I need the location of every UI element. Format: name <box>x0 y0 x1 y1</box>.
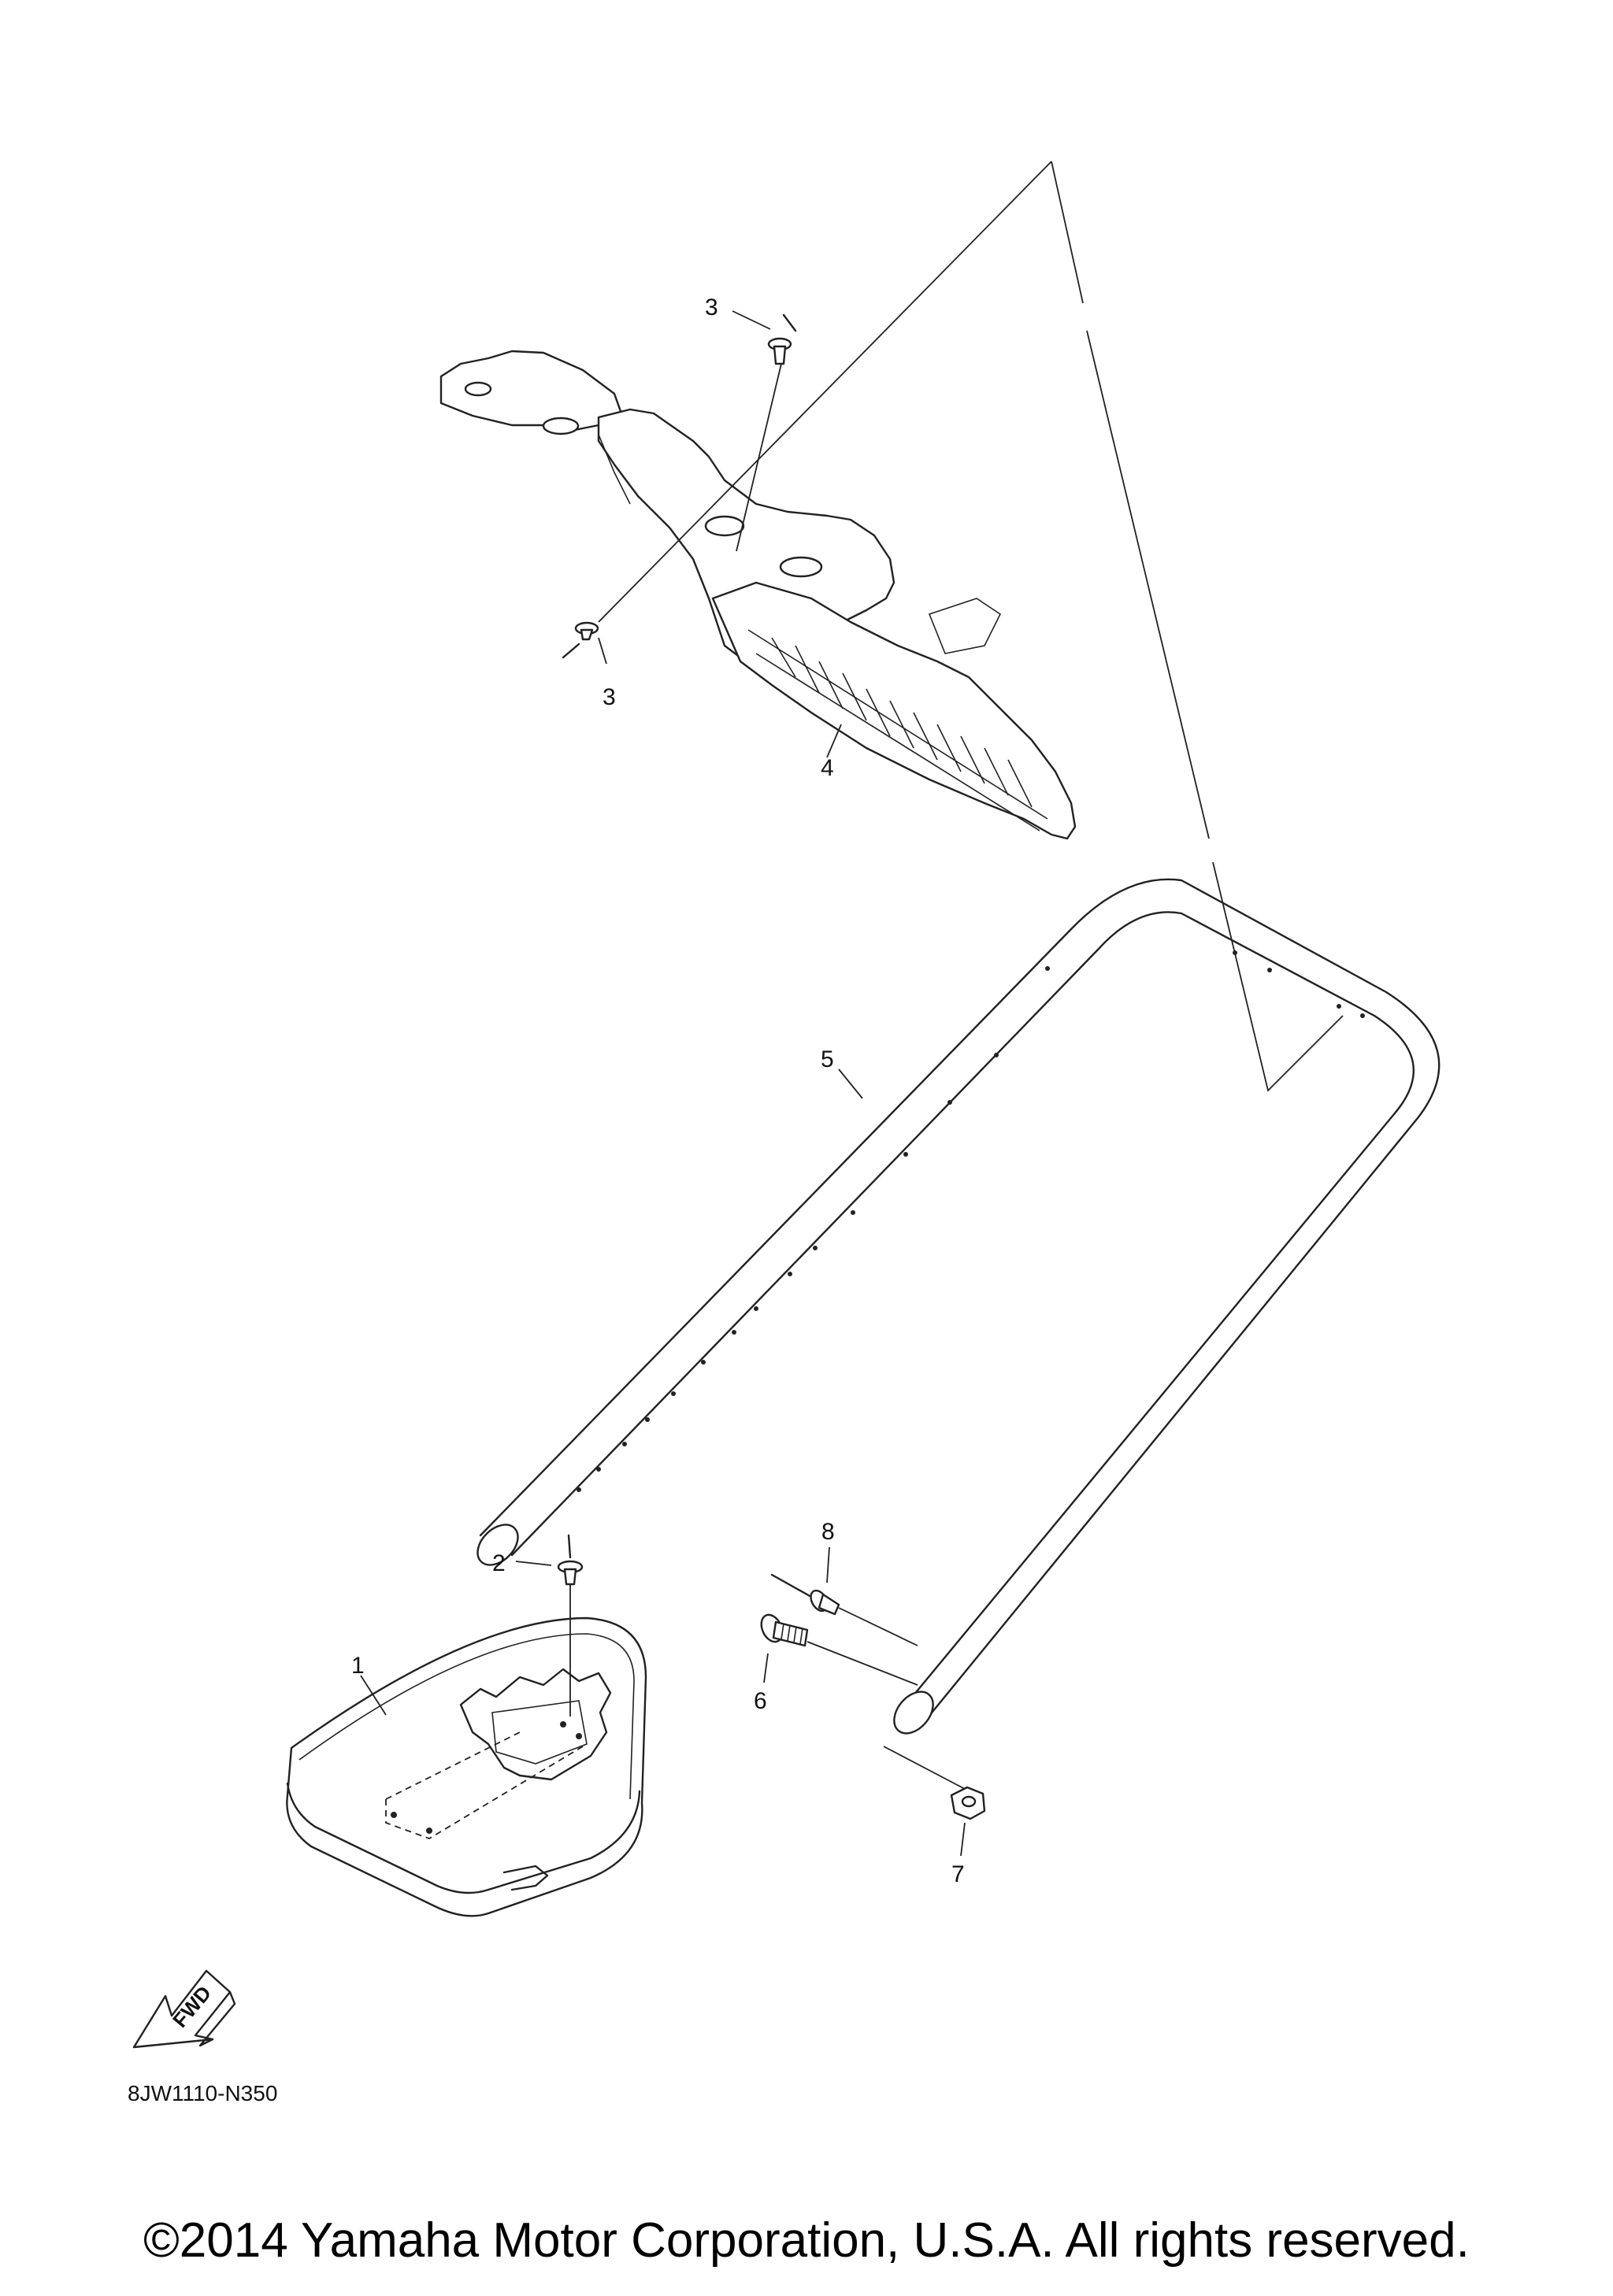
part-8-rivet <box>770 1573 840 1616</box>
copyright-notice: ©2014 Yamaha Motor Corporation, U.S.A. A… <box>143 2213 1470 2268</box>
part-4-bracket <box>439 350 1077 840</box>
part-3-rivet-bottom <box>562 621 599 659</box>
callout-pointers <box>360 310 966 1857</box>
callout-2: 2 <box>492 1550 506 1576</box>
figure-code: 8JW1110-N350 <box>128 2081 277 2105</box>
callout-3-top: 3 <box>705 294 718 320</box>
leader-lines <box>569 161 1344 1790</box>
part-2-rivet <box>557 1534 584 1586</box>
callout-1: 1 <box>351 1653 365 1679</box>
part-5-frame <box>476 878 1441 1735</box>
callout-4: 4 <box>821 755 834 781</box>
fwd-arrow-icon: FWD <box>132 1969 236 2049</box>
callout-3-bottom: 3 <box>603 684 616 710</box>
part-7-nut <box>950 1786 986 1820</box>
part-3-rivet-top <box>767 313 797 365</box>
callout-labels: 3 3 4 5 1 2 8 6 7 <box>351 294 965 1887</box>
callout-7: 7 <box>951 1861 965 1887</box>
part-1-pad <box>286 1616 647 1917</box>
callout-6: 6 <box>754 1688 767 1714</box>
callout-8: 8 <box>821 1519 835 1545</box>
callout-5: 5 <box>821 1046 834 1072</box>
part-6-bolt <box>760 1613 809 1647</box>
